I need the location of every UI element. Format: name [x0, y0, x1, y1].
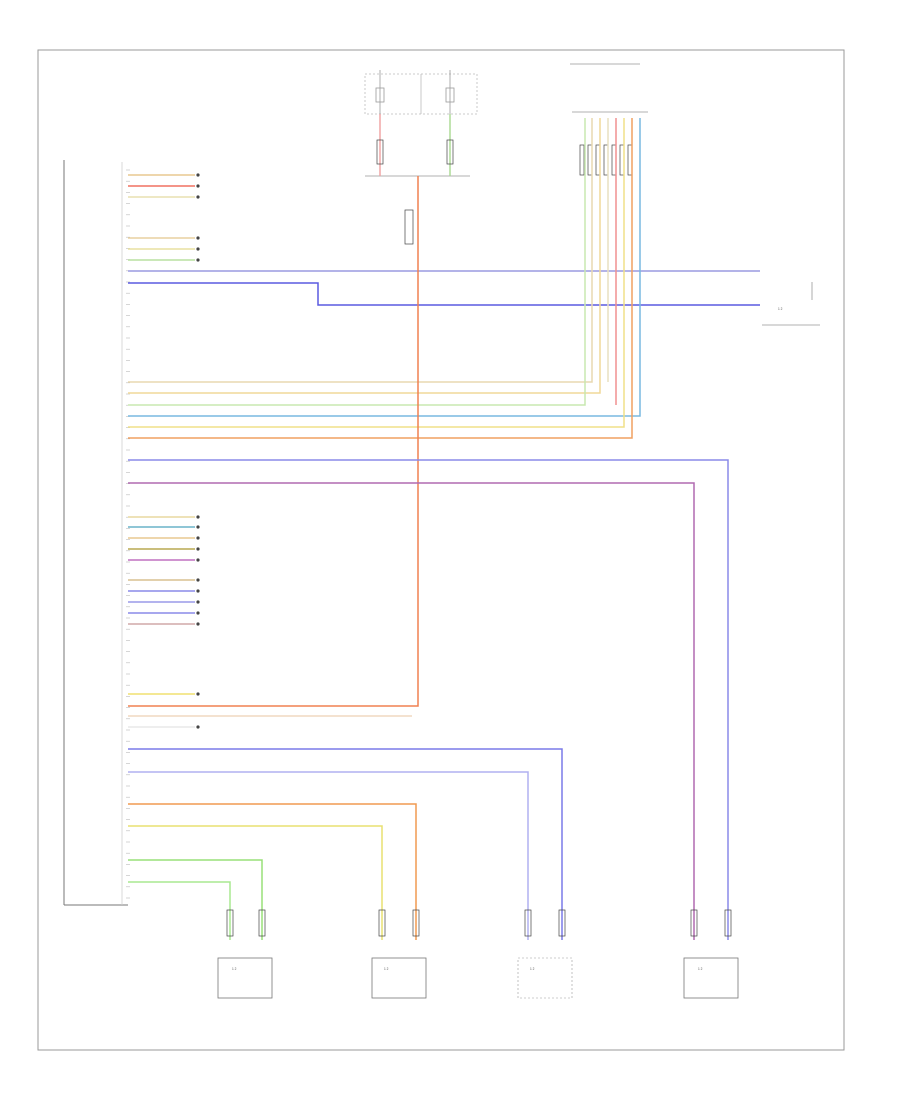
- sensor-center-left: 1 2: [371, 957, 427, 999]
- drop-connector-boxes: [226, 209, 732, 937]
- svg-text:1 2: 1 2: [698, 967, 703, 971]
- wire-switch-1: [128, 118, 593, 383]
- connector-ticks-fuse: [376, 139, 454, 165]
- stub-terminal: [196, 578, 200, 582]
- fuse-block-right: [420, 70, 478, 115]
- fuse-block-left: [364, 70, 422, 115]
- svg-text:1 2: 1 2: [232, 967, 237, 971]
- stub-terminal: [196, 184, 200, 188]
- wire-blue-step: [128, 282, 760, 306]
- stub-terminal: [196, 247, 200, 251]
- stub-terminal: [196, 195, 200, 199]
- main-module: [63, 160, 128, 906]
- diagram-frame: [37, 49, 845, 1051]
- stub-terminal: [196, 515, 200, 519]
- pin-number-column: [126, 169, 130, 899]
- sensor-right: 1 2: [683, 957, 739, 999]
- svg-text:1 2: 1 2: [778, 307, 783, 311]
- stub-terminal: [196, 725, 200, 729]
- stub-terminal: [196, 622, 200, 626]
- wire-orange-long: [128, 176, 419, 707]
- wire-green-left-b: [128, 881, 231, 940]
- wire-violet-right-sensor: [128, 482, 695, 940]
- stub-terminal: [196, 173, 200, 177]
- wire-switch-4: [128, 118, 641, 417]
- stub-wire-group: [128, 173, 200, 729]
- stub-terminal: [196, 692, 200, 696]
- sensor-left: 1 2: [217, 957, 273, 999]
- wire-switch-2: [128, 118, 601, 394]
- wire-blue-center-right-a: [128, 748, 563, 940]
- wire-switch-6: [128, 118, 633, 439]
- connector-right-mid: 1 2: [762, 282, 820, 326]
- stub-terminal: [196, 547, 200, 551]
- stub-terminal: [196, 611, 200, 615]
- wire-blue-right-sensor: [128, 459, 729, 940]
- fuse-drop-wires: [376, 114, 454, 176]
- stub-terminal: [196, 536, 200, 540]
- svg-text:1 2: 1 2: [384, 967, 389, 971]
- wire-group: [128, 118, 760, 940]
- wire-switch-5: [128, 118, 625, 428]
- wire-switch-3: [128, 118, 586, 406]
- wire-blue-center-right-b: [128, 771, 529, 940]
- stub-terminal: [196, 558, 200, 562]
- svg-text:1 2: 1 2: [530, 967, 535, 971]
- stub-terminal: [196, 600, 200, 604]
- sensor-center-right: 1 2: [517, 957, 573, 999]
- wire-orange-center-left: [128, 803, 417, 940]
- stub-terminal: [196, 525, 200, 529]
- stub-terminal: [196, 236, 200, 240]
- wire-yellow-center-left: [128, 825, 383, 940]
- stub-terminal: [196, 589, 200, 593]
- stub-terminal: [196, 258, 200, 262]
- wire-green-left-a: [128, 859, 263, 940]
- switch-top-right: [570, 63, 648, 176]
